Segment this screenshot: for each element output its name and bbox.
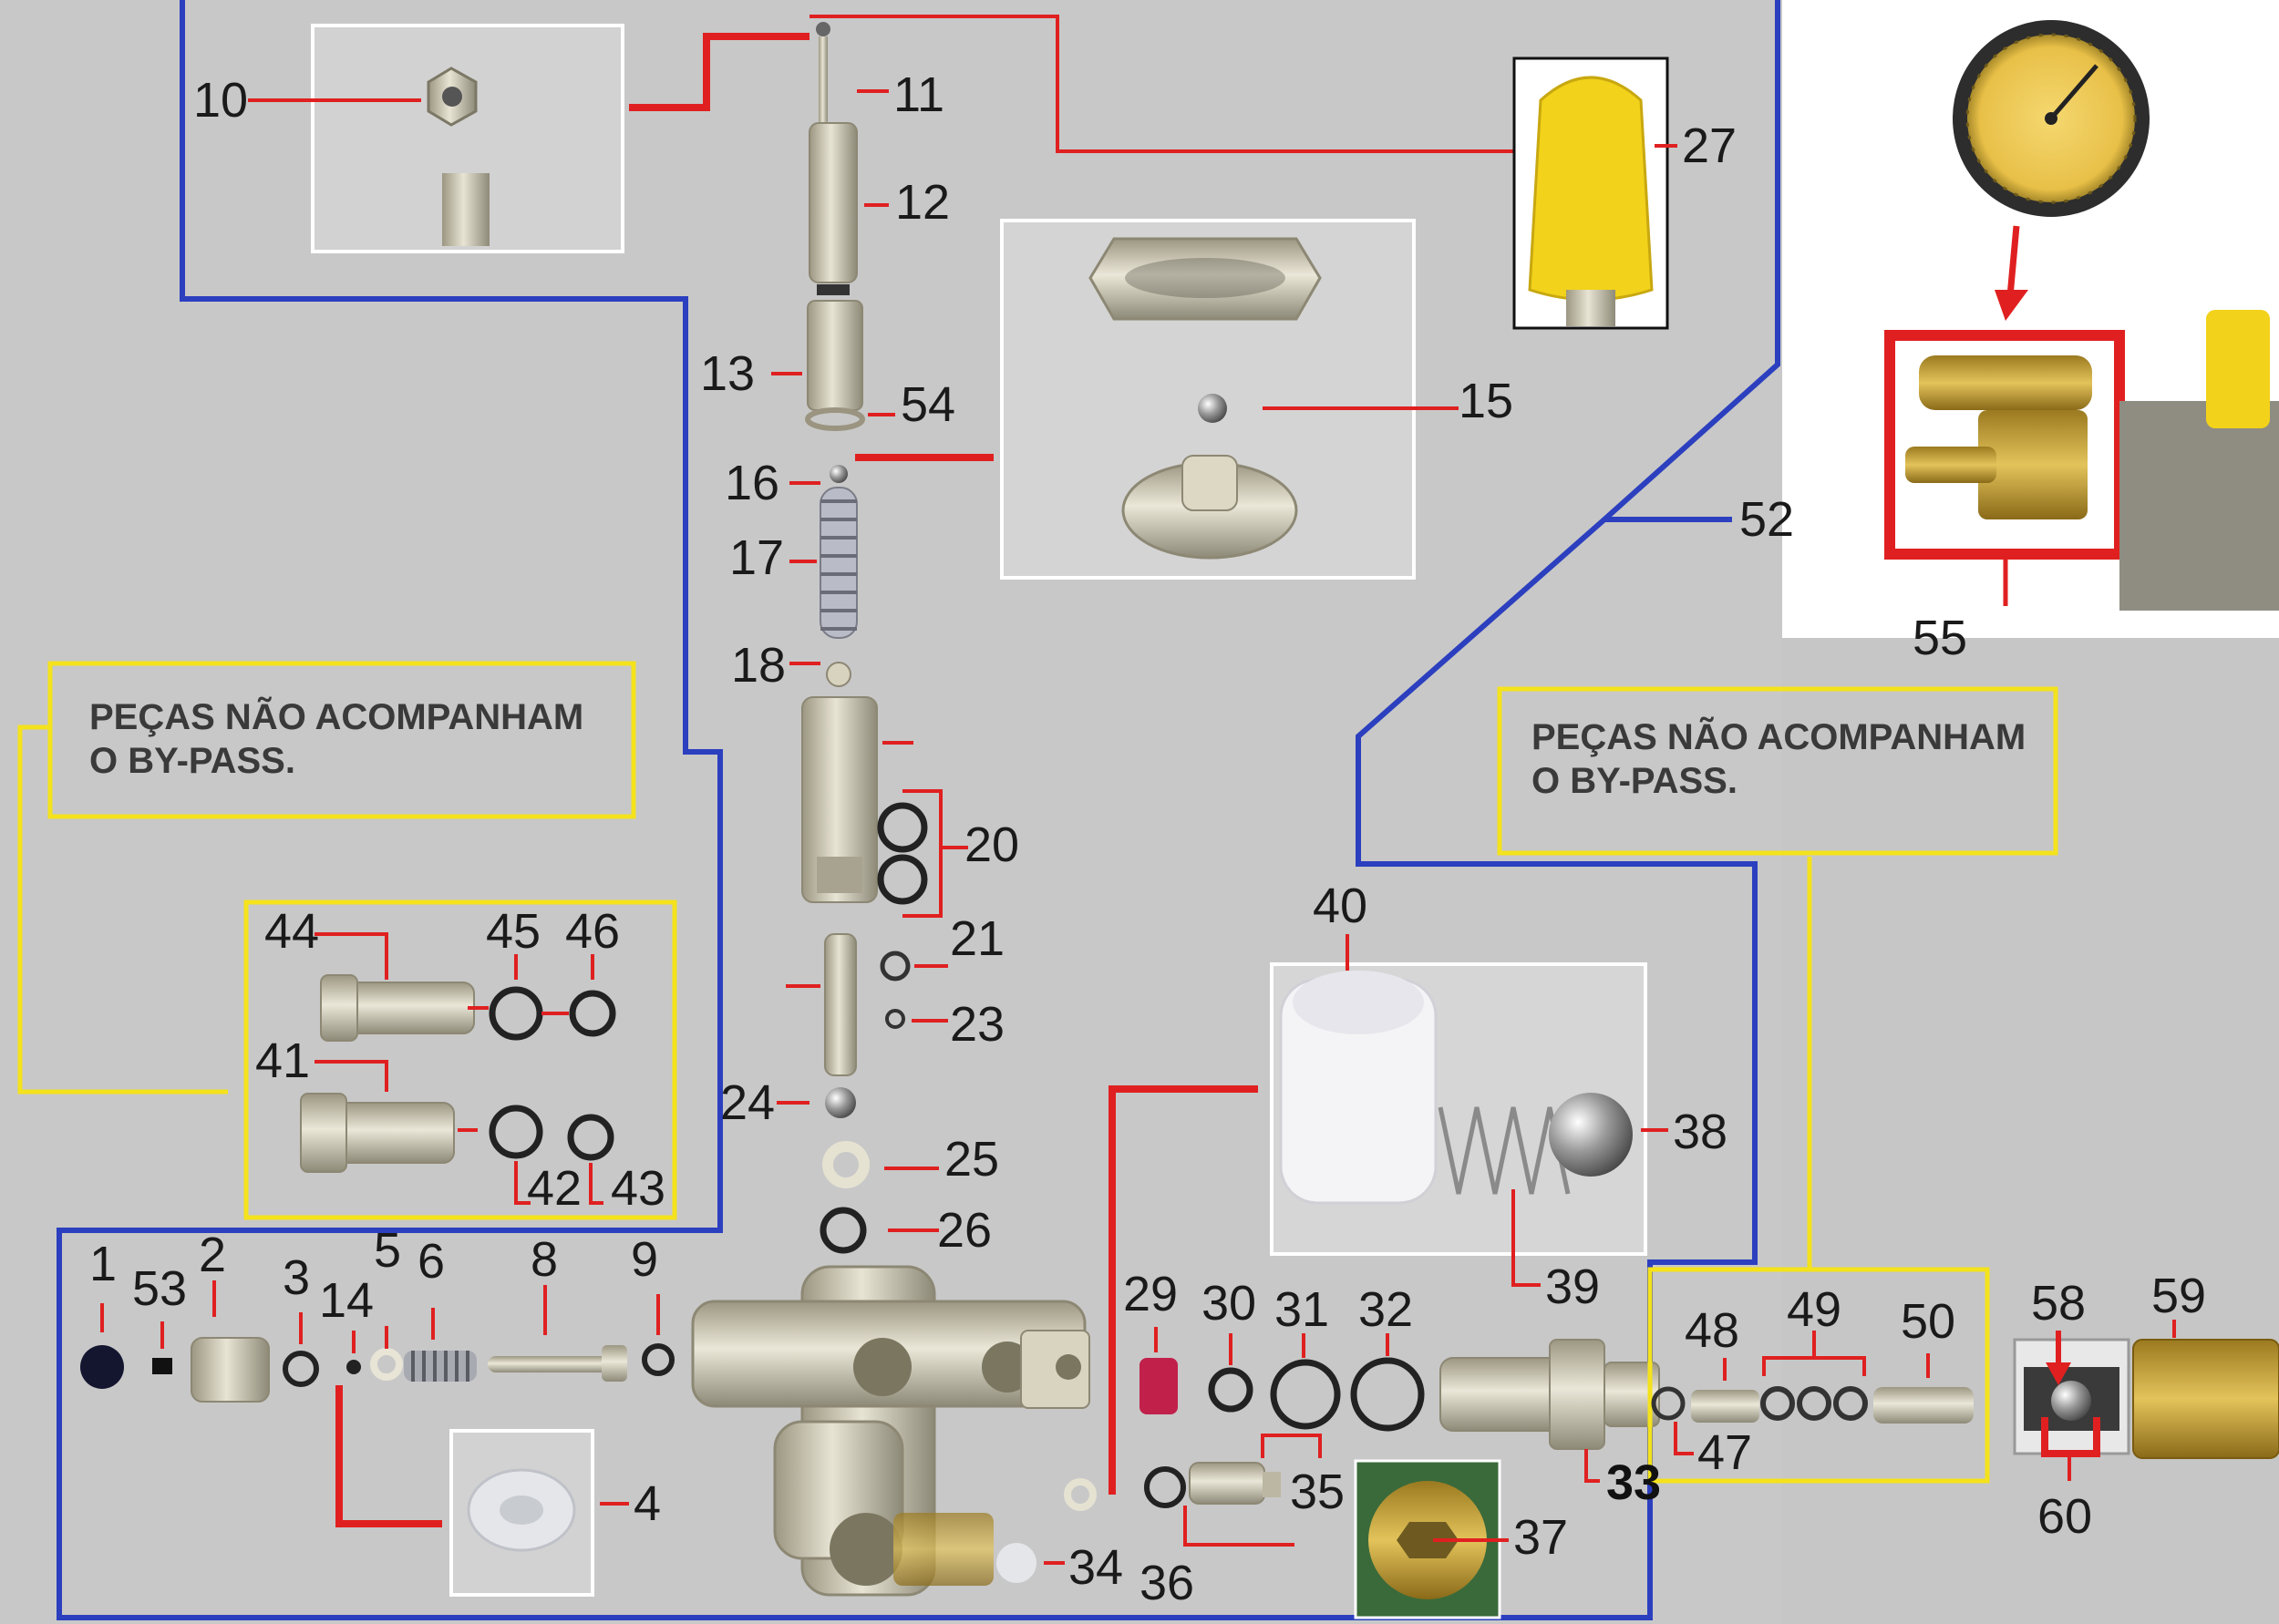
label-35: 35 xyxy=(1290,1465,1345,1519)
label-58: 58 xyxy=(2031,1276,2086,1331)
adapter-35 xyxy=(1189,1462,1265,1505)
label-12: 12 xyxy=(895,175,950,230)
fitting-2 xyxy=(191,1337,270,1403)
label-31: 31 xyxy=(1274,1282,1329,1337)
valve-body-19 xyxy=(801,696,878,903)
tube-50 xyxy=(1873,1387,1974,1424)
label-39: 39 xyxy=(1545,1259,1600,1314)
left-parts-box xyxy=(243,899,677,1220)
spring-6 xyxy=(404,1351,477,1382)
label-36: 36 xyxy=(1140,1556,1194,1610)
label-26: 26 xyxy=(937,1203,992,1258)
label-17: 17 xyxy=(729,530,784,585)
label-60: 60 xyxy=(2037,1489,2092,1544)
label-42: 42 xyxy=(527,1161,582,1216)
label-25: 25 xyxy=(944,1132,999,1187)
label-59: 59 xyxy=(2151,1269,2206,1323)
right-gray-strip xyxy=(1782,638,2279,1624)
label-34: 34 xyxy=(1068,1540,1123,1595)
label-38: 38 xyxy=(1673,1105,1727,1159)
label-49: 49 xyxy=(1787,1282,1841,1337)
label-48: 48 xyxy=(1685,1303,1739,1358)
label-21: 21 xyxy=(950,911,1005,966)
label-32: 32 xyxy=(1358,1282,1413,1337)
label-40: 40 xyxy=(1313,879,1367,933)
left-note-line2: O BY-PASS. xyxy=(89,741,295,781)
label-1: 1 xyxy=(89,1237,117,1291)
label-52: 52 xyxy=(1739,492,1794,547)
label-5: 5 xyxy=(374,1223,401,1278)
label-3: 3 xyxy=(283,1250,310,1305)
right-parts-box xyxy=(1647,1267,1990,1484)
label-13: 13 xyxy=(700,346,755,401)
spring-39 xyxy=(1438,1106,1571,1195)
label-43: 43 xyxy=(611,1161,665,1216)
label-18: 18 xyxy=(731,638,786,693)
label-46: 46 xyxy=(565,904,620,959)
left-note-box xyxy=(47,661,636,819)
cap-1 xyxy=(80,1345,124,1389)
left-note-line1: PEÇAS NÃO ACOMPANHAM xyxy=(89,695,583,737)
label-50: 50 xyxy=(1901,1294,1955,1349)
label-33: 33 xyxy=(1606,1455,1661,1510)
label-14: 14 xyxy=(319,1273,374,1328)
label-27: 27 xyxy=(1682,118,1737,173)
label-24: 24 xyxy=(720,1075,775,1130)
label-10: 10 xyxy=(193,73,248,128)
large-nut-15 xyxy=(1088,237,1322,321)
label-16: 16 xyxy=(725,456,779,510)
label-15: 15 xyxy=(1459,374,1513,428)
label-2: 2 xyxy=(199,1228,226,1282)
label-55: 55 xyxy=(1913,611,1967,665)
right-note-box xyxy=(1497,686,2058,856)
cartridge-29 xyxy=(1140,1358,1178,1414)
label-53: 53 xyxy=(132,1261,187,1316)
sleeve-12 xyxy=(809,122,858,283)
needle-22 xyxy=(824,933,857,1076)
label-30: 30 xyxy=(1201,1276,1256,1331)
bypass-boundary-line xyxy=(57,0,1780,1620)
label-9: 9 xyxy=(631,1232,658,1287)
ball-38 xyxy=(1549,1093,1633,1177)
stem-11 xyxy=(819,36,828,123)
yellow-cap-27 xyxy=(1528,76,1654,302)
label-23: 23 xyxy=(950,997,1005,1052)
label-41: 41 xyxy=(255,1033,310,1088)
label-11: 11 xyxy=(893,67,944,122)
label-45: 45 xyxy=(486,904,541,959)
pin-8 xyxy=(488,1356,624,1372)
label-4: 4 xyxy=(634,1476,661,1531)
manifold-body xyxy=(691,1265,1090,1597)
right-note-line1: PEÇAS NÃO ACOMPANHAM xyxy=(1531,715,2026,757)
piston-13 xyxy=(807,300,863,411)
tube-48 xyxy=(1691,1390,1759,1423)
label-47: 47 xyxy=(1697,1425,1752,1480)
brass-nut-59 xyxy=(2132,1339,2279,1459)
label-8: 8 xyxy=(531,1232,558,1287)
label-44: 44 xyxy=(264,904,319,959)
spring-17 xyxy=(820,487,858,639)
label-6: 6 xyxy=(418,1234,445,1289)
right-note-line2: O BY-PASS. xyxy=(1531,761,1738,801)
label-37: 37 xyxy=(1513,1510,1568,1565)
label-54: 54 xyxy=(901,377,955,432)
label-20: 20 xyxy=(964,817,1019,872)
label-29: 29 xyxy=(1123,1267,1178,1321)
